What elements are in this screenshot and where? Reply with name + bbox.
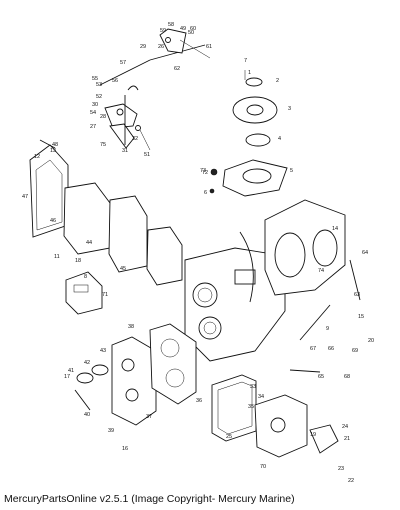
callout-8: 8 [84,274,87,280]
callout-67: 67 [310,346,316,352]
intake-plate-stack [209,70,288,197]
callout-65: 65 [318,374,324,380]
callout-52: 52 [96,94,102,100]
callout-27: 27 [90,124,96,130]
callout-40: 40 [84,412,90,418]
callout-48: 48 [52,142,58,148]
callout-13: 13 [50,148,56,154]
callout-74: 74 [318,268,324,274]
callout-64: 64 [362,250,368,256]
callout-58: 58 [168,22,174,28]
callout-71: 71 [102,292,108,298]
callout-63: 63 [354,292,360,298]
callout-26: 26 [158,44,164,50]
callout-57: 57 [120,60,126,66]
cylinder-head [74,323,197,426]
callout-46: 46 [50,218,56,224]
callout-34: 34 [258,394,264,400]
callout-42: 42 [84,360,90,366]
callout-28: 28 [100,114,106,120]
callout-59: 59 [160,28,166,34]
callout-35: 35 [248,404,254,410]
callout-15: 15 [358,314,364,320]
callout-3: 3 [288,106,291,112]
callout-55: 55 [92,76,98,82]
callout-20: 20 [368,338,374,344]
callout-24: 24 [342,424,348,430]
callout-41: 41 [68,368,74,374]
callout-29: 29 [140,44,146,50]
callout-25: 25 [226,434,232,440]
callout-12: 12 [34,154,40,160]
callout-50: 50 [188,30,194,36]
gasket-plates [29,139,183,286]
callout-45: 45 [120,266,126,272]
callout-6: 6 [204,190,207,196]
callout-56: 56 [112,78,118,84]
callout-44: 44 [86,240,92,246]
callout-18: 18 [75,258,81,264]
callout-5: 5 [290,168,293,174]
callout-61: 61 [206,44,212,50]
callout-73: 73 [200,168,206,174]
callout-62: 62 [174,66,180,72]
throttle-linkage-assembly [99,28,211,151]
callout-16: 16 [122,446,128,452]
callout-19: 19 [310,432,316,438]
transfer-cover [254,304,339,458]
image-caption: MercuryPartsOnline v2.5.1 (Image Copyrig… [4,493,295,505]
callout-39: 39 [108,428,114,434]
callout-23: 23 [338,466,344,472]
callout-9: 9 [326,326,329,332]
exploded-parts-diagram: 1234567891112131415161718192021222324252… [22,22,374,484]
callout-70: 70 [260,464,266,470]
callout-38: 38 [128,324,134,330]
reed-block [65,271,103,315]
callout-68: 68 [344,374,350,380]
callout-75: 75 [100,142,106,148]
callout-72: 72 [202,170,208,176]
callout-22: 22 [348,478,354,484]
callout-32: 32 [132,136,138,142]
callout-49: 49 [180,26,186,32]
callout-7: 7 [244,58,247,64]
callout-14: 14 [332,226,338,232]
callout-11: 11 [54,254,60,260]
callout-31: 31 [122,148,128,154]
callout-51: 51 [144,152,150,158]
callout-2: 2 [276,78,279,84]
cylinder-block [184,247,286,362]
callout-30: 30 [92,102,98,108]
callout-53: 53 [96,82,102,88]
callout-21: 21 [344,436,350,442]
callout-60: 60 [190,26,196,32]
callout-36: 36 [196,398,202,404]
callout-17: 17 [64,374,70,380]
callout-66: 66 [328,346,334,352]
callout-4: 4 [278,136,281,142]
callout-47: 47 [22,194,28,200]
callout-69: 69 [352,348,358,354]
callout-labels: 1234567891112131415161718192021222324252… [22,22,374,484]
callout-1: 1 [248,70,251,76]
callout-33: 33 [250,384,256,390]
callout-54: 54 [90,110,96,116]
crankcase-cover [239,199,361,303]
callout-43: 43 [100,348,106,354]
callout-37: 37 [146,414,152,420]
